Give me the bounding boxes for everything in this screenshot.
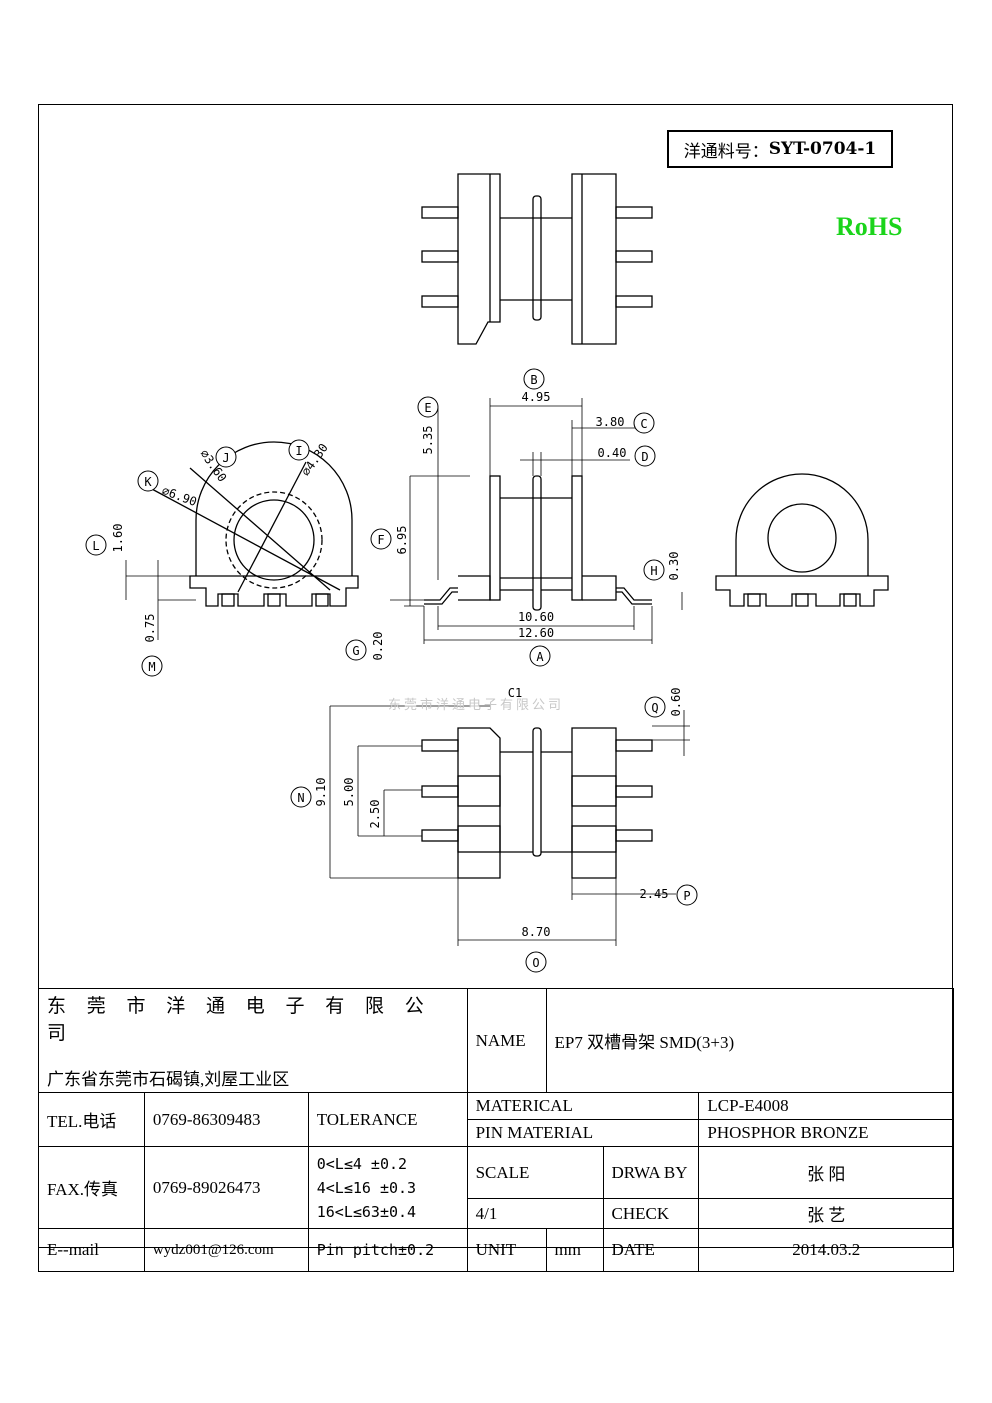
dimension-lines: [125, 398, 690, 946]
dim-letter-n: N: [297, 791, 304, 805]
date-value: 2014.03.2: [698, 1228, 954, 1272]
dim-6-95: 6.95: [395, 526, 409, 555]
dim-12-60: 12.60: [518, 626, 554, 640]
dim-2-50: 2.50: [368, 800, 382, 829]
top-view-outline: [421, 173, 653, 345]
dim-letter-p: P: [683, 889, 690, 903]
dim-1-60: 1.60: [111, 524, 125, 553]
company-name: 东 莞 市 洋 通 电 子 有 限 公 司: [47, 996, 432, 1044]
tolerance-values: 0<L≤4 ±0.2 4<L≤16 ±0.3 16<L≤63±0.4: [307, 1146, 468, 1229]
dim-8-70: 8.70: [522, 925, 551, 939]
name-label: NAME: [466, 988, 547, 1093]
dim-letter-q: Q: [651, 701, 658, 715]
technical-drawing: B C D E F G H A I J K L M N Q P O 4.95 3…: [85, 173, 889, 973]
part-number: SYT-0704-1: [768, 139, 877, 159]
check-label: CHECK: [602, 1198, 700, 1229]
tolerance-row-2: 4<L≤16 ±0.3: [316, 1178, 417, 1197]
bubble-letters: B C D E F G H A I J K L M N Q P O: [92, 373, 690, 970]
rohs-badge: RoHS: [836, 212, 903, 241]
drawn-by-label: DRWA BY: [602, 1146, 700, 1199]
dim-9-10: 9.10: [314, 778, 328, 807]
dim-0-30: 0.30: [667, 552, 681, 581]
fax-value: 0769-89026473: [143, 1146, 309, 1229]
pin-material-value: PHOSPHOR BRONZE: [698, 1119, 954, 1147]
tel-label: TEL.电话: [38, 1092, 145, 1147]
dim-10-60: 10.60: [518, 610, 554, 624]
bottom-view-outline: [421, 727, 653, 879]
dim-2-45: 2.45: [640, 887, 669, 901]
dim-letter-a: A: [536, 650, 544, 664]
company-watermark: 东莞市洋通电子有限公司: [388, 698, 565, 713]
dimension-values: 4.95 3.80 0.40 10.60 12.60 8.70 2.45 C1 …: [111, 390, 683, 939]
dim-letter-m: M: [148, 660, 155, 674]
dim-0-40: 0.40: [598, 446, 627, 460]
dim-5-00: 5.00: [342, 778, 356, 807]
part-number-box: 洋通料号：SYT-0704-1: [667, 130, 893, 168]
pin-material-label: PIN MATERIAL: [466, 1119, 700, 1147]
tolerance-row-4: Pin pitch±0.2: [307, 1228, 468, 1272]
unit-label: UNIT: [466, 1228, 547, 1272]
dim-letter-b: B: [530, 373, 537, 387]
dim-letter-f: F: [377, 533, 384, 547]
tolerance-row-1: 0<L≤4 ±0.2: [316, 1154, 408, 1173]
date-label: DATE: [602, 1228, 700, 1272]
fax-label: FAX.传真: [38, 1146, 145, 1229]
dimension-bubbles: [85, 368, 698, 973]
left-side-view-outline: [149, 441, 359, 607]
name-value: EP7 双槽骨架 SMD(3+3): [545, 988, 955, 1093]
dim-5-35: 5.35: [421, 426, 435, 455]
dim-4-95: 4.95: [522, 390, 551, 404]
title-block: 东 莞 市 洋 通 电 子 有 限 公 司 广东省东莞市石碣镇,刘屋工业区 NA…: [38, 988, 955, 1272]
dim-letter-j: J: [222, 451, 229, 465]
front-view-outline: [424, 475, 652, 611]
dim-letter-d: D: [641, 450, 648, 464]
tel-value: 0769-86309483: [143, 1092, 309, 1147]
dim-0-20: 0.20: [371, 632, 385, 661]
check-value: 张 艺: [698, 1198, 954, 1229]
email-value: wydz001@126.com: [143, 1228, 309, 1272]
dim-letter-o: O: [532, 956, 539, 970]
scale-value: 4/1: [466, 1198, 604, 1229]
company-cell: 东 莞 市 洋 通 电 子 有 限 公 司 广东省东莞市石碣镇,刘屋工业区: [38, 988, 468, 1093]
tolerance-row-3: 16<L≤63±0.4: [316, 1202, 417, 1221]
dim-letter-e: E: [424, 401, 431, 415]
dim-3-80: 3.80: [596, 415, 625, 429]
dim-letter-i: I: [295, 444, 302, 458]
scale-label: SCALE: [466, 1146, 604, 1199]
dim-0-75: 0.75: [143, 614, 157, 643]
part-number-label: 洋通料号：: [683, 141, 769, 162]
drawn-by-value: 张 阳: [698, 1146, 954, 1199]
chamfer-c1: C1: [508, 686, 522, 700]
dim-letter-l: L: [92, 539, 99, 553]
dim-letter-h: H: [650, 564, 657, 578]
tolerance-label: TOLERANCE: [307, 1092, 468, 1147]
material-value: LCP-E4008: [698, 1092, 954, 1120]
dim-letter-k: K: [144, 475, 152, 489]
dim-letter-g: G: [352, 644, 359, 658]
dim-0-60: 0.60: [669, 688, 683, 717]
dim-letter-c: C: [640, 417, 647, 431]
material-label: MATERICAL: [466, 1092, 700, 1120]
right-side-view-outline: [715, 473, 889, 607]
unit-value: mm: [545, 1228, 604, 1272]
dim-dia-6-90: ⌀6.90: [160, 483, 199, 509]
company-address: 广东省东莞市石碣镇,刘屋工业区: [47, 1070, 290, 1089]
email-label: E--mail: [38, 1228, 145, 1272]
